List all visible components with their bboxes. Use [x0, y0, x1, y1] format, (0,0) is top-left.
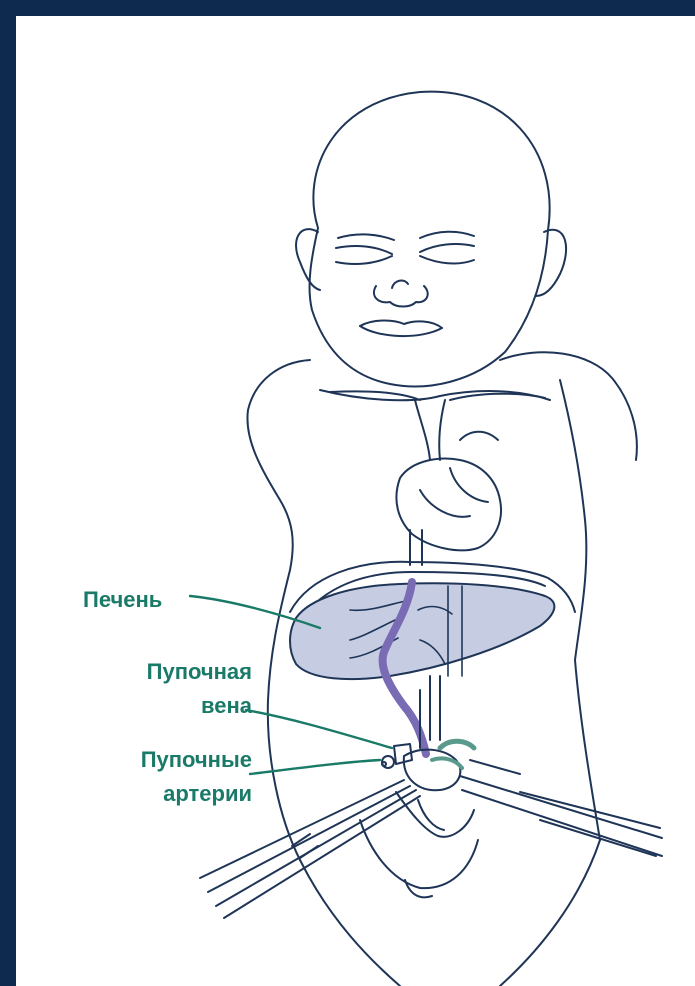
liver [290, 583, 554, 679]
label-liver: Печень [83, 587, 162, 613]
arteries-pointer [250, 760, 380, 774]
label-umbilical-arteries-line2: артерии [163, 781, 252, 807]
label-umbilical-vein-line2: вена [201, 693, 252, 719]
baby-head [296, 92, 566, 387]
neonatal-umbilical-catheterization-illustration [16, 16, 695, 986]
label-umbilical-vein-line1: Пупочная [147, 659, 252, 685]
label-umbilical-arteries-line1: Пупочные [141, 747, 252, 773]
surgical-instruments [200, 760, 662, 918]
illustration-frame: Печень Пупочная вена Пупочные артерии [16, 16, 695, 986]
heart-and-vessels [396, 400, 501, 565]
